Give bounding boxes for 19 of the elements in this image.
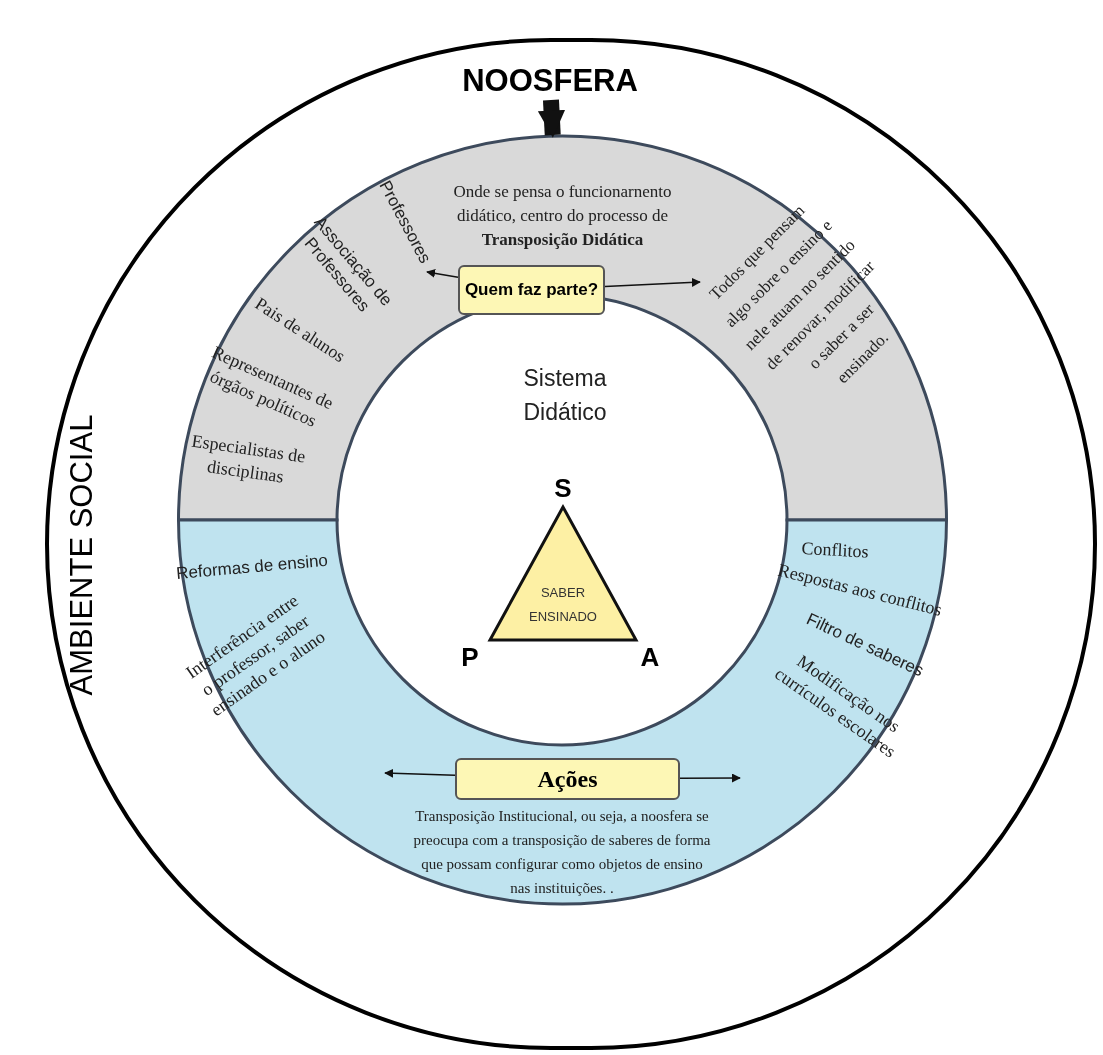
circle-label: AMBIENTE SOCIAL: [63, 414, 99, 696]
band-description: Transposição Institucional, ou seja, a noosfera se preocupa com a transposição de saberes de forma que possam configurar como objetos de ensino nas instituições. .: [413, 808, 711, 896]
arrow: [537, 99, 566, 138]
vertex-label: A: [640, 640, 660, 674]
heading-text: NOOSFERA: [461, 62, 639, 100]
arrow: [604, 277, 701, 288]
callout-box: Quem faz parte?: [458, 265, 605, 315]
triangle-label: SABER ENSINADO: [529, 585, 597, 624]
arrow: [426, 268, 459, 279]
circle-title: Sistema Didático: [522, 363, 608, 427]
callout-box: Ações: [455, 758, 680, 800]
vertex-label: P: [461, 640, 479, 674]
arrow: [384, 768, 456, 778]
band-description: Onde se pensa o funcionarnento didático, centro do processo de Transposição Didática: [453, 182, 672, 249]
arrow: [679, 773, 741, 783]
vertex-label: S: [554, 471, 572, 505]
item-text: Conflitos: [800, 537, 870, 563]
item-text: Reformas de ensino: [175, 549, 329, 585]
item-text: Especialistas de disciplinas: [189, 429, 308, 489]
